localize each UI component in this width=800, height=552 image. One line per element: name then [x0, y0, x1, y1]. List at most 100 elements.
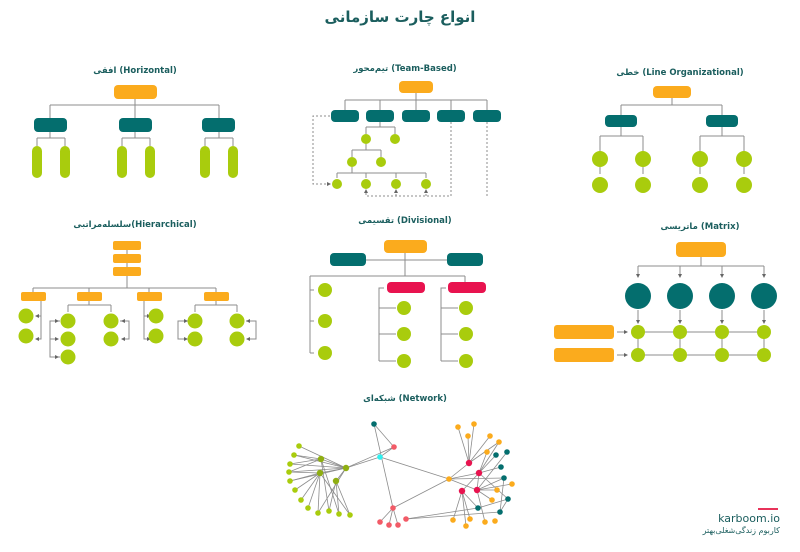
- node-division: [387, 282, 425, 293]
- node-leaf: [60, 349, 76, 365]
- network-edge: [320, 458, 347, 469]
- network-edge: [320, 458, 330, 512]
- brand-logo: karboom.io کاربوم زندگی‌شغلی‌بهتر: [703, 512, 780, 537]
- network-edge: [392, 478, 450, 509]
- network-edge: [319, 467, 347, 474]
- network-node: [287, 478, 293, 484]
- network-node: [465, 459, 473, 467]
- node-leaf: [318, 314, 332, 328]
- node-leaf: [459, 327, 473, 341]
- network-edge: [335, 480, 351, 516]
- node-leaf: [117, 146, 127, 178]
- node-leaf: [60, 313, 76, 329]
- network-node: [305, 505, 311, 511]
- network-node: [287, 461, 293, 467]
- node-leaf: [228, 146, 238, 178]
- node-function: [667, 283, 693, 309]
- node-leaf: [592, 151, 608, 167]
- network-node: [450, 517, 456, 523]
- network-node: [316, 469, 324, 477]
- network-node: [371, 421, 377, 427]
- node-leaf: [397, 327, 411, 341]
- node-dept: [137, 292, 162, 301]
- node-leaf: [736, 177, 752, 193]
- network-edge: [499, 477, 505, 513]
- node-leaf: [148, 328, 164, 344]
- network-edge: [345, 456, 381, 469]
- network-edge: [379, 456, 450, 480]
- network-edge: [293, 454, 322, 460]
- node-cell: [631, 325, 645, 339]
- network-node: [465, 433, 471, 439]
- network-edge: [477, 498, 509, 509]
- node-dept: [21, 292, 46, 301]
- network-node: [494, 487, 500, 493]
- divisional-chart: [309, 253, 466, 362]
- node-leaf: [60, 146, 70, 178]
- node-leaf: [18, 328, 34, 344]
- network-edge: [461, 490, 479, 509]
- network-edge: [288, 471, 321, 474]
- horizontal-nodes: [32, 85, 238, 178]
- network-node: [505, 496, 511, 502]
- node-top: [113, 254, 141, 263]
- node-top: [113, 241, 141, 250]
- node-top: [114, 85, 157, 99]
- node-leaf: [635, 151, 651, 167]
- network-node: [482, 519, 488, 525]
- chart-title-matrix: ماتریسی (Matrix): [660, 222, 740, 232]
- node-team: [366, 110, 394, 122]
- node-mid: [34, 118, 67, 132]
- network-edge: [476, 477, 505, 491]
- network-edge: [448, 472, 480, 480]
- network-node: [326, 508, 332, 514]
- node-leaf: [459, 354, 473, 368]
- network-node: [291, 452, 297, 458]
- node-function: [709, 283, 735, 309]
- network-edge: [289, 463, 347, 469]
- network-edge: [319, 472, 351, 516]
- node-member: [347, 157, 357, 167]
- network-edge: [345, 446, 395, 469]
- network-node: [342, 464, 350, 472]
- node-member: [421, 179, 431, 189]
- network-edge: [288, 458, 322, 473]
- node-side: [330, 253, 366, 266]
- network-node: [386, 522, 392, 528]
- horizontal-chart: [36, 98, 234, 146]
- node-cell: [757, 348, 771, 362]
- node-leaf: [736, 151, 752, 167]
- network-edge: [478, 441, 500, 474]
- node-cell: [673, 325, 687, 339]
- node-member: [332, 179, 342, 189]
- network-edge: [317, 467, 347, 514]
- node-mid: [202, 118, 235, 132]
- node-leaf: [318, 283, 332, 297]
- network-chart: [286, 421, 515, 529]
- network-edge: [289, 458, 322, 465]
- hierarchical-nodes: [18, 241, 245, 365]
- node-top: [113, 267, 141, 276]
- node-leaf: [103, 313, 119, 329]
- network-node: [347, 512, 353, 518]
- network-edge: [476, 483, 513, 491]
- node-project: [554, 325, 614, 339]
- network-node: [504, 449, 510, 455]
- network-node: [473, 486, 481, 494]
- team-based-chart: [312, 92, 488, 197]
- network-node: [458, 487, 466, 495]
- network-node: [475, 469, 483, 477]
- network-node: [475, 505, 481, 511]
- network-edge: [478, 472, 509, 500]
- network-node: [377, 454, 383, 460]
- network-edge: [373, 423, 395, 448]
- network-edge: [478, 454, 497, 474]
- node-team: [331, 110, 359, 122]
- chart-title-horizontal: افقی (Horizontal): [93, 66, 177, 76]
- node-dept: [204, 292, 229, 301]
- network-node: [298, 497, 304, 503]
- network-node: [403, 516, 409, 522]
- network-edge: [461, 472, 480, 492]
- chart-title-divisional: تقسیمی (Divisional): [358, 216, 452, 226]
- network-node: [332, 477, 340, 485]
